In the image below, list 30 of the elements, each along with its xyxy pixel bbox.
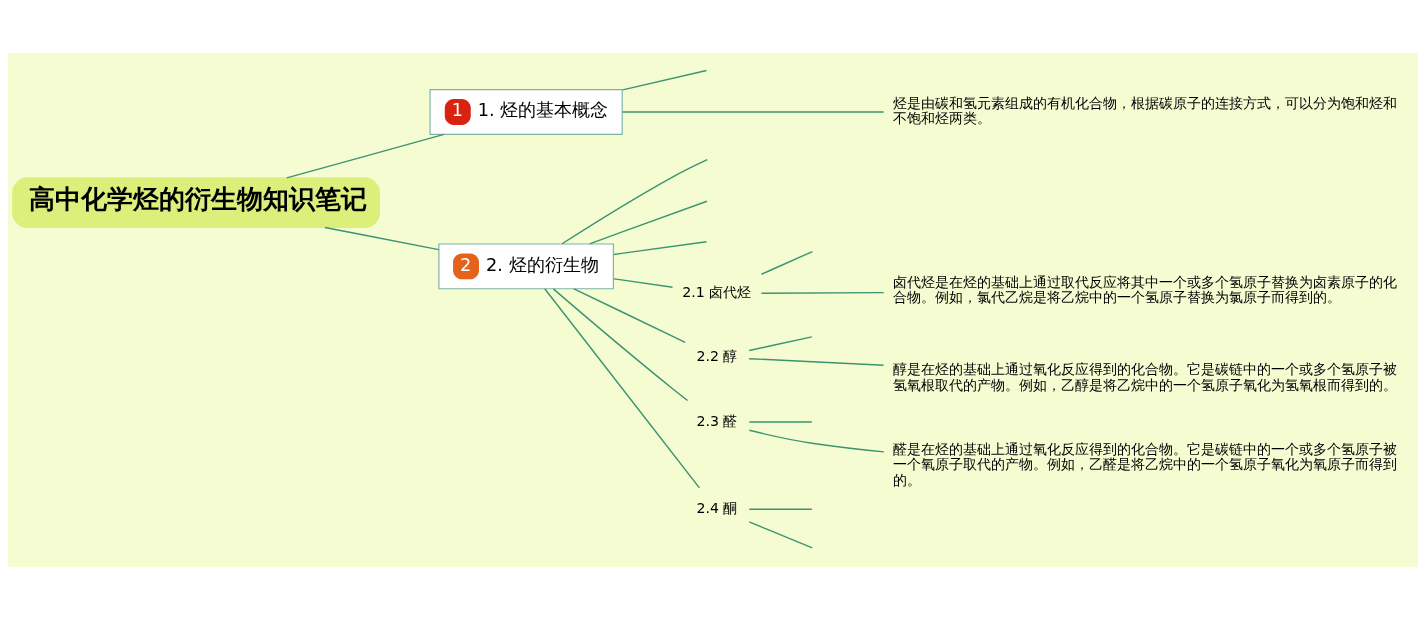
connector: [760, 291, 885, 294]
connector: [760, 250, 814, 275]
connector: [748, 429, 885, 453]
node-box: 2 2. 烃的衍生物: [438, 243, 614, 290]
connector: [286, 133, 445, 179]
connector: [748, 421, 813, 423]
connector: [748, 336, 813, 352]
connector: [561, 158, 708, 245]
connector: [544, 288, 701, 489]
connector: [573, 288, 686, 344]
connector: [324, 226, 440, 251]
node-text: 2.4 酮: [696, 499, 738, 516]
connector: [613, 241, 708, 256]
node-text: 2.2 醇: [696, 347, 738, 364]
connector: [552, 288, 689, 402]
node-text: 2.1 卤代烃: [682, 284, 752, 301]
node-text: 醛是在烃的基础上通过氧化反应得到的化合物。它是碳链中的一个或多个氢原子被一个氧原子取代的产物。例如，乙醛是将乙烷中的一个氢原子氧化为氧原子而得到的。: [893, 440, 1398, 488]
node-text: 烃是由碳和氢元素组成的有机化合物，根据碳原子的连接方式，可以分为饱和烃和不饱和烃两类。: [893, 94, 1398, 127]
node-box: 1 1. 烃的基本概念: [429, 88, 623, 135]
node-text: 2.3 醛: [696, 412, 738, 429]
connector: [613, 278, 674, 288]
node-box: 高中化学烃的衍生物知识笔记: [12, 177, 380, 229]
connector: [748, 521, 813, 549]
connector: [622, 69, 708, 91]
connector: [748, 357, 885, 367]
connector: [588, 200, 708, 245]
connector: [621, 111, 885, 113]
connector: [748, 508, 813, 510]
node-text: 醇是在烃的基础上通过氧化反应得到的化合物。它是碳链中的一个或多个氢原子被氢氧根取代的产物。例如，乙醇是将乙烷中的一个氢原子氧化为氢氧根而得到的。: [893, 361, 1398, 393]
node-text: 卤代烃是在烃的基础上通过取代反应将其中一个或多个氢原子替换为卤素原子的化合物。例如，氯代乙烷是将乙烷中的一个氢原子替换为氯原子而得到的。: [893, 274, 1398, 306]
